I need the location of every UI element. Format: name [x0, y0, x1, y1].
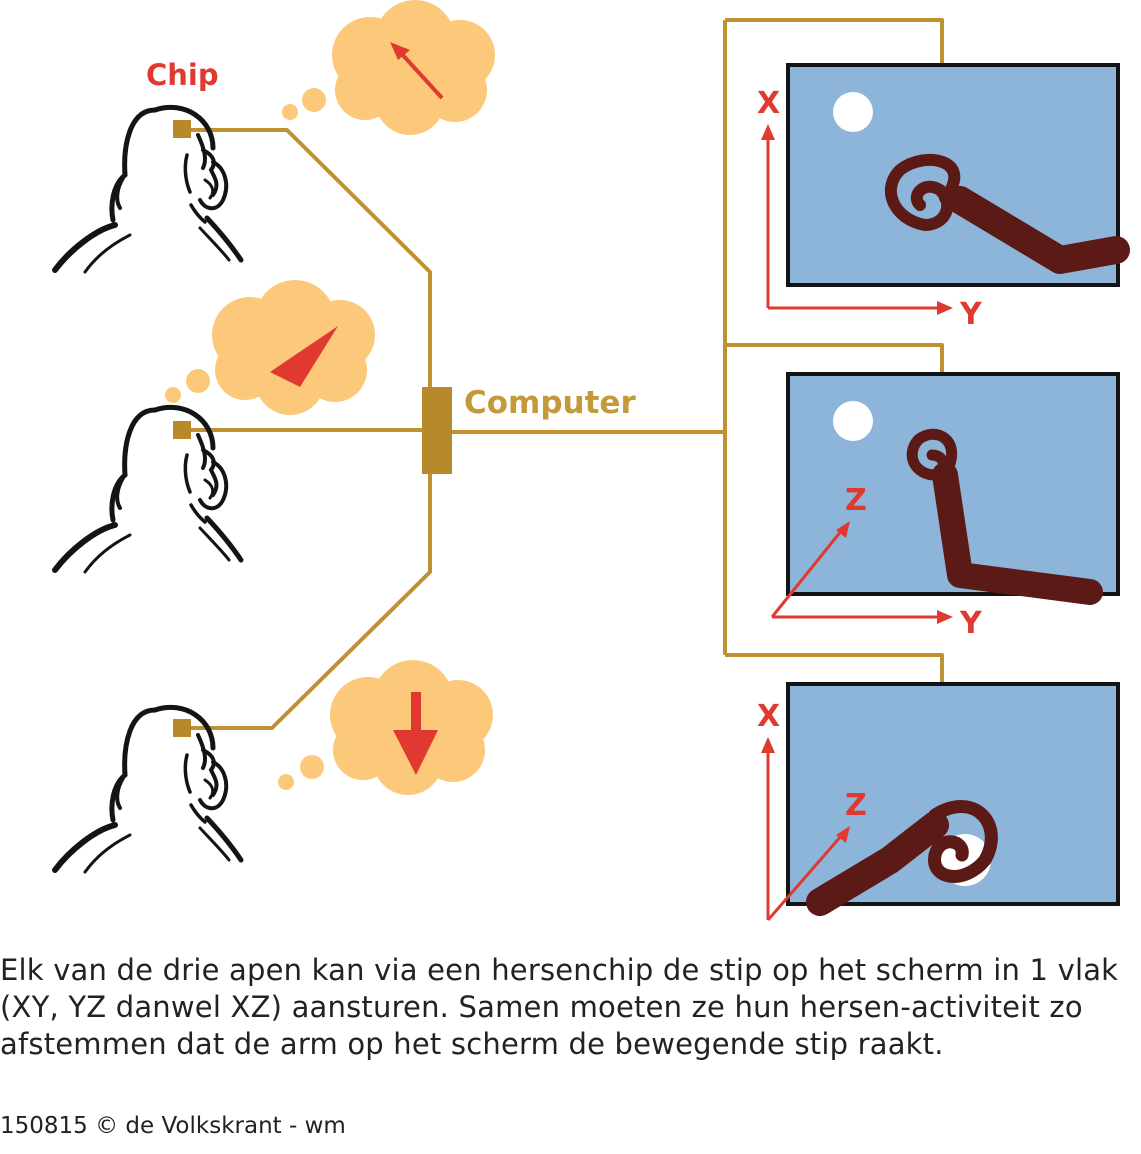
thought-bubble-1 [282, 0, 495, 135]
wire-monkey-3 [190, 472, 432, 730]
axis-arrow-y-2 [937, 610, 953, 624]
chip-3 [173, 719, 191, 737]
computer-box [422, 387, 452, 474]
wire-screen-3 [725, 653, 944, 684]
axis-label-z-3: Z [845, 788, 867, 823]
credit-text: 150815 © de Volkskrant - wm [0, 1113, 346, 1139]
target-dot-2 [833, 401, 873, 441]
wires [190, 18, 944, 730]
wire-monkey-1 [190, 128, 432, 390]
wire-screen-2 [725, 343, 944, 374]
wire-screen-1 [725, 18, 944, 65]
axis-arrow-z-2 [836, 521, 850, 538]
monkey-3 [55, 660, 493, 872]
axes-2 [770, 529, 942, 619]
monkey-2-head [55, 407, 241, 572]
monkey-1-head [55, 107, 241, 272]
thought-bubble-3 [278, 660, 493, 795]
axis-arrow-x-3 [761, 737, 775, 753]
caption-text: Elk van de drie apen kan via een hersenc… [0, 953, 1119, 1061]
computer-label: Computer [464, 385, 636, 421]
screen-3: X Z [757, 682, 1120, 921]
chip-2 [173, 421, 191, 439]
axis-label-y-1: Y [959, 297, 983, 332]
arrow-down-icon [393, 692, 438, 775]
robot-arm-2 [906, 428, 1103, 605]
robot-arm-1 [884, 153, 1130, 274]
arrow-cone-icon [270, 326, 338, 387]
screen-2: Z Y [770, 372, 1120, 641]
axis-label-x-1: X [757, 86, 780, 121]
axes-1 [766, 135, 942, 310]
screen-1: X Y [757, 63, 1130, 332]
monkey-1: Chip [55, 0, 495, 272]
diagram-svg: Computer Chip [0, 0, 1130, 921]
axis-label-y-2: Y [959, 606, 983, 641]
axis-label-z-2: Z [845, 483, 867, 518]
target-dot-1 [833, 92, 873, 132]
robot-arm-3 [806, 800, 998, 916]
arrow-up-left-icon [390, 42, 444, 100]
chip-label: Chip [146, 58, 219, 92]
axis-arrow-y-1 [937, 301, 953, 315]
monkey-3-head [55, 707, 241, 872]
chip-1 [173, 120, 191, 138]
thought-bubble-2 [165, 280, 375, 415]
axes-3 [766, 748, 844, 921]
monkey-2 [55, 280, 375, 572]
axis-label-x-3: X [757, 699, 780, 734]
axis-arrow-z-3 [836, 826, 850, 843]
axis-arrow-x-1 [761, 124, 775, 140]
